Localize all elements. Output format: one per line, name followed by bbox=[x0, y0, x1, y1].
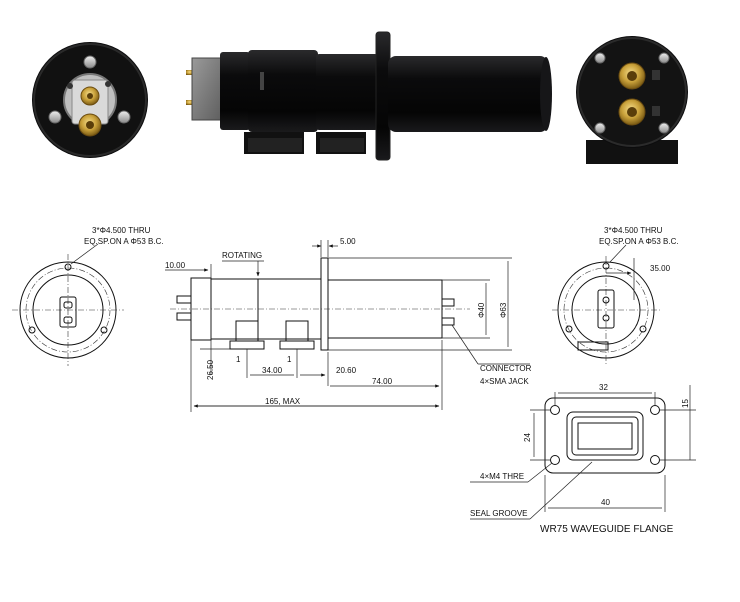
dim-5: 5.00 bbox=[340, 237, 356, 246]
waveguide-aperture bbox=[577, 422, 633, 450]
flange-dim-32: 32 bbox=[599, 383, 608, 392]
flange-thread-label: 4×M4 THRE bbox=[480, 472, 524, 481]
rotating-label: ROTATING bbox=[222, 251, 262, 260]
left-end-hole-right bbox=[100, 326, 108, 334]
flange-dim-15: 15 bbox=[681, 399, 690, 408]
right-connector-bottom bbox=[441, 317, 455, 326]
flange-dim-40: 40 bbox=[601, 498, 610, 507]
dim-26-50: 26.50 bbox=[206, 359, 215, 380]
mount-flange bbox=[320, 257, 329, 351]
right-connector-top bbox=[441, 298, 455, 307]
waveguide-flange-1 bbox=[229, 340, 265, 350]
right-end-view: 35.00 3*Φ4.500 THRU EQ.SP.ON A Φ53 B.C. bbox=[552, 226, 679, 364]
dim-1-right: 1 bbox=[287, 355, 292, 364]
left-connector-bottom bbox=[176, 312, 192, 321]
dia-40: Φ40 bbox=[477, 302, 486, 318]
connector-label: CONNECTOR bbox=[480, 364, 532, 373]
dia-63: Φ63 bbox=[499, 302, 508, 318]
flange-dim-24: 24 bbox=[523, 433, 532, 442]
dim-20-60: 20.60 bbox=[336, 366, 357, 375]
waveguide-port-1 bbox=[235, 320, 259, 342]
dim-1-left: 1 bbox=[236, 355, 241, 364]
left-end-hole-left bbox=[28, 326, 36, 334]
dim-74: 74.00 bbox=[372, 377, 393, 386]
side-view: 10.00 ROTATING 5.00 Φ40 Φ63 26.50 1 1 34… bbox=[165, 237, 532, 412]
flange-title: WR75 WAVEGUIDE FLANGE bbox=[540, 524, 674, 535]
dim-35: 35.00 bbox=[650, 264, 671, 273]
seal-groove-outer bbox=[566, 411, 644, 461]
rotary-joint-rear-photo bbox=[576, 36, 688, 164]
rotary-joint-side-photo bbox=[186, 31, 552, 161]
left-connector-top bbox=[176, 295, 192, 304]
dim-34: 34.00 bbox=[262, 366, 283, 375]
flange-outline bbox=[544, 397, 666, 474]
seal-groove-label: SEAL GROOVE bbox=[470, 509, 528, 518]
dim-10: 10.00 bbox=[165, 261, 186, 270]
left-end-hole-top bbox=[64, 263, 72, 271]
left-holes-note: 3*Φ4.500 THRU bbox=[92, 226, 151, 235]
waveguide-flange-2 bbox=[279, 340, 315, 350]
rotary-joint-front-photo bbox=[32, 42, 148, 158]
waveguide-flange: 32 15 24 40 4×M4 THRE SEAL GROOVE WR75 W… bbox=[470, 383, 696, 535]
dim-165-max: 165, MAX bbox=[265, 397, 301, 406]
left-bc-note: EQ.SP.ON A Φ53 B.C. bbox=[84, 237, 164, 246]
right-holes-note: 3*Φ4.500 THRU bbox=[604, 226, 663, 235]
connector-type: 4×SMA JACK bbox=[480, 377, 529, 386]
waveguide-port-2 bbox=[285, 320, 309, 342]
right-bc-note: EQ.SP.ON A Φ53 B.C. bbox=[599, 237, 679, 246]
left-end-view: 3*Φ4.500 THRU EQ.SP.ON A Φ53 B.C. bbox=[12, 226, 164, 366]
